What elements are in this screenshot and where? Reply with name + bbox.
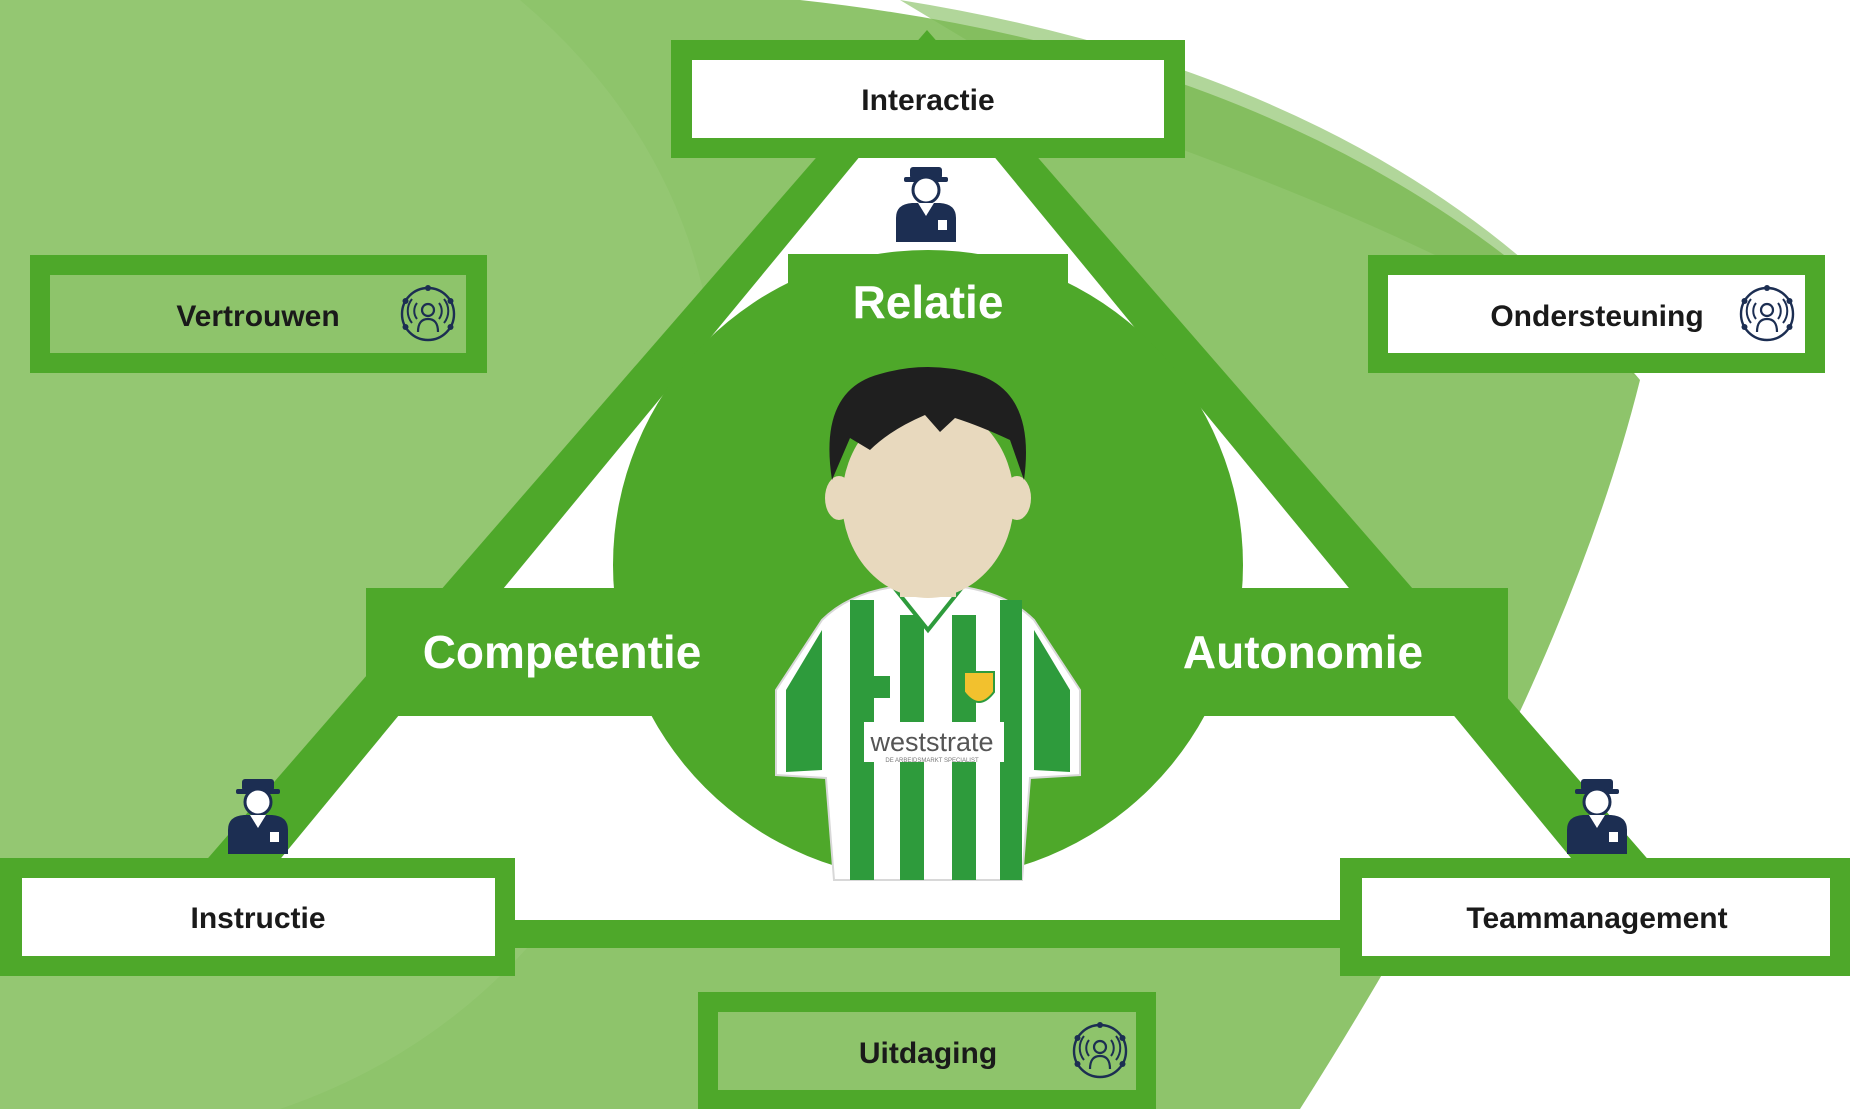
vertrouwen-label: Vertrouwen [176,300,339,333]
competentie-label: Competentie [423,626,702,678]
jersey-subtext: DE ARBEIDSMARKT SPECIALIST [885,758,979,764]
teammanagement-box: Teammanagement [1340,858,1850,976]
interactie-box: Interactie [671,40,1185,158]
coach-icon-left [226,777,290,856]
instructie-label: Instructie [190,902,325,935]
instructie-box: Instructie [0,858,515,976]
interactie-label: Interactie [861,84,994,117]
autonomie-banner [1112,588,1508,716]
jersey-sponsor: weststrate [869,727,993,757]
competentie-banner [366,588,746,716]
autonomie-label: Autonomie [1183,626,1423,678]
relatie-label: Relatie [853,276,1004,328]
vertrouwen-box: Vertrouwen [30,255,487,373]
uitdaging-label: Uitdaging [859,1037,997,1070]
relatie-banner [788,254,1068,340]
teammanagement-label: Teammanagement [1466,902,1727,935]
uitdaging-box: Uitdaging [698,992,1156,1109]
ondersteuning-label: Ondersteuning [1490,300,1703,333]
coach-icon-right [1565,777,1629,856]
ondersteuning-box: Ondersteuning [1368,255,1825,373]
coach-icon-top [894,165,958,244]
player-avatar: weststrate DE ARBEIDSMARKT SPECIALIST [775,367,1081,881]
